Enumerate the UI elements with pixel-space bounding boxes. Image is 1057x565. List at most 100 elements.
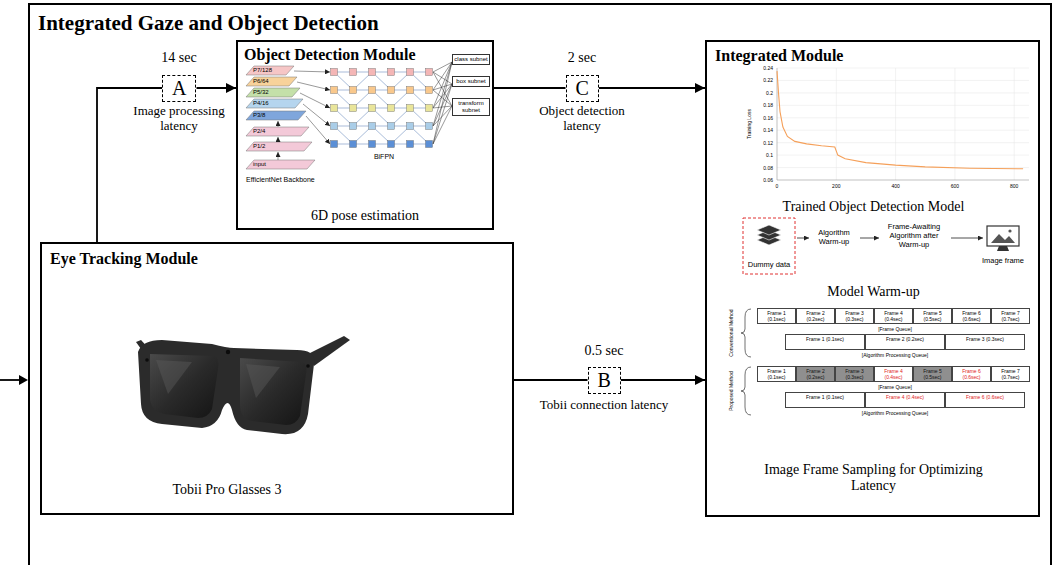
input-arrow xyxy=(0,375,28,385)
lens-reflection xyxy=(246,364,280,398)
figure-caption: Image Frame Sampling for Optimizing Late… xyxy=(753,462,994,494)
subnet-box: class subnet xyxy=(452,54,490,65)
bifpn-nodes xyxy=(350,69,357,76)
bifpn-nodes xyxy=(331,105,338,112)
lens xyxy=(150,354,219,418)
flow-label: Algorithm Warm-up xyxy=(808,228,860,246)
monitor-icon xyxy=(991,234,1015,243)
layer-label: input xyxy=(253,161,293,168)
backbone-layers xyxy=(246,66,315,169)
backbone-layers xyxy=(246,88,300,97)
bifpn-nodes xyxy=(407,87,414,94)
tick-label: 0.08 xyxy=(753,165,773,171)
network-figure xyxy=(246,62,452,169)
bifpn-nodes xyxy=(407,105,414,112)
bifpn-nodes xyxy=(369,69,376,76)
backbone-layers xyxy=(246,66,294,75)
frame-cell: Frame 1 (0.1sec) xyxy=(757,308,796,324)
bifpn-nodes xyxy=(426,87,433,94)
bifpn-nodes xyxy=(388,141,395,148)
layer-label: P7/128 xyxy=(253,67,293,74)
tick-label: 0.06 xyxy=(753,177,773,183)
method-label: Conventional Method xyxy=(728,305,734,361)
frame xyxy=(138,340,314,434)
stack-icon xyxy=(757,225,781,235)
bifpn-nodes xyxy=(388,87,395,94)
bifpn-nodes xyxy=(331,69,433,76)
stack-icon xyxy=(757,225,781,245)
backbone-layers xyxy=(246,99,303,108)
bifpn-nodes xyxy=(426,141,433,148)
bifpn-nodes xyxy=(331,87,338,94)
latency-name: Object detection latency xyxy=(527,103,637,133)
queue-label: [Algorithm Processing Queue] xyxy=(835,352,955,358)
bifpn-nodes xyxy=(369,87,376,94)
bifpn-nodes xyxy=(407,69,414,76)
tick-label: 0.1 xyxy=(753,152,773,158)
input-arrow xyxy=(19,375,28,385)
frame-cell: Frame 6 (0.6sec) xyxy=(952,366,991,382)
module-title: Eye Tracking Module xyxy=(50,249,198,268)
tick-label: 200 xyxy=(826,183,846,189)
frame-cell: Frame 1 (0.1sec) xyxy=(757,366,796,382)
camera xyxy=(226,350,230,354)
frame-cell: Frame 4 (0.4sec) xyxy=(874,308,913,324)
latency-tag: C xyxy=(566,75,599,102)
figure-caption: Tobii Pro Glasses 3 xyxy=(127,482,327,498)
method-brace xyxy=(741,367,751,415)
chart-axes xyxy=(777,68,1029,180)
frame-cell: Frame 2 (0.2sec) xyxy=(796,366,835,382)
connector xyxy=(621,379,705,381)
method-brace xyxy=(741,309,751,357)
subnet-box: transform subnet xyxy=(452,98,490,116)
connector xyxy=(197,87,237,89)
lens-reflection xyxy=(156,360,192,394)
frame-cell: Frame 3 (0.3sec) xyxy=(835,308,874,324)
bifpn-nodes xyxy=(331,141,433,148)
module-box: Object Detection Module6D pose estimatio… xyxy=(236,40,494,230)
layer-label: P2/4 xyxy=(253,128,293,135)
bifpn-nodes xyxy=(350,87,357,94)
backbone-arrows xyxy=(300,93,330,108)
bifpn-links xyxy=(334,72,429,144)
backbone-layers xyxy=(246,111,306,120)
tick-label: 400 xyxy=(886,183,906,189)
figure-caption: 6D pose estimation xyxy=(238,208,492,224)
flow-label: Image frame xyxy=(973,256,1033,265)
input-arrow xyxy=(0,379,20,381)
bifpn-nodes xyxy=(407,123,414,130)
layer-label: P1/2 xyxy=(253,143,293,150)
tag-letter: C xyxy=(576,77,589,100)
head-links xyxy=(433,62,452,144)
latency-value: 14 sec xyxy=(139,50,219,66)
bifpn-nodes xyxy=(426,123,433,130)
method-label: Proposed Method xyxy=(728,363,734,419)
figure-caption: Trained Object Detection Model xyxy=(717,199,1030,215)
bifpn-nodes xyxy=(388,123,395,130)
tick-label: 0.16 xyxy=(753,115,773,121)
backbone-arrows xyxy=(278,152,279,160)
latency-value: 2 sec xyxy=(542,50,622,66)
flow-arrows xyxy=(951,238,983,239)
flow-label: Dummy data xyxy=(741,260,797,269)
flow-arrows xyxy=(860,238,879,239)
flow-label: Frame-Awaiting Algorithm after Warm-up xyxy=(879,222,949,249)
subnet-box: box subnet xyxy=(452,76,490,87)
subnet-name: box subnet xyxy=(454,78,488,85)
frame-cell: Frame 1 (0.1sec) xyxy=(785,392,865,408)
bifpn-nodes xyxy=(350,105,357,112)
connector xyxy=(494,87,566,89)
temple-arm xyxy=(308,336,350,366)
backbone-arrows xyxy=(303,104,330,126)
latency-name: Image processing latency xyxy=(124,103,234,133)
tick-label: 600 xyxy=(945,183,965,189)
frame-cell: Frame 3 (0.3sec) xyxy=(945,334,1025,350)
bifpn-nodes xyxy=(388,69,395,76)
connector xyxy=(514,379,588,381)
bifpn-nodes xyxy=(407,141,414,148)
monitor-icon xyxy=(987,226,1019,246)
method-brace xyxy=(741,309,751,415)
bifpn-nodes xyxy=(369,141,376,148)
frame-cell: Frame 5 (0.5sec) xyxy=(913,366,952,382)
chart-grid xyxy=(777,68,1029,180)
